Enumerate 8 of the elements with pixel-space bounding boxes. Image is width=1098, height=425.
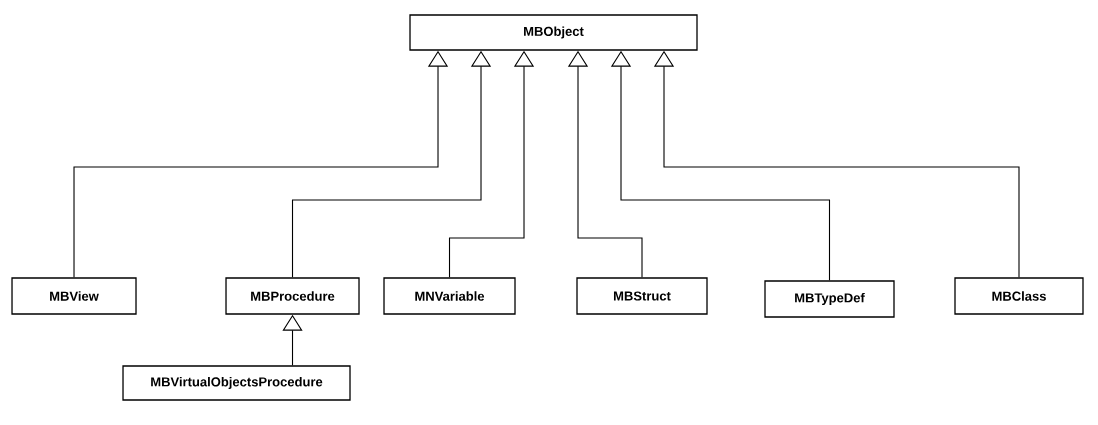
class-box: MBVirtualObjectsProcedure bbox=[122, 365, 351, 401]
class-box: MBStruct bbox=[576, 277, 708, 315]
class-box: MNVariable bbox=[383, 277, 516, 315]
class-box: MBProcedure bbox=[225, 277, 360, 315]
class-box: MBObject bbox=[409, 14, 698, 51]
class-box: MBClass bbox=[954, 277, 1084, 315]
class-box: MBView bbox=[11, 277, 137, 315]
class-box: MBTypeDef bbox=[764, 280, 895, 318]
